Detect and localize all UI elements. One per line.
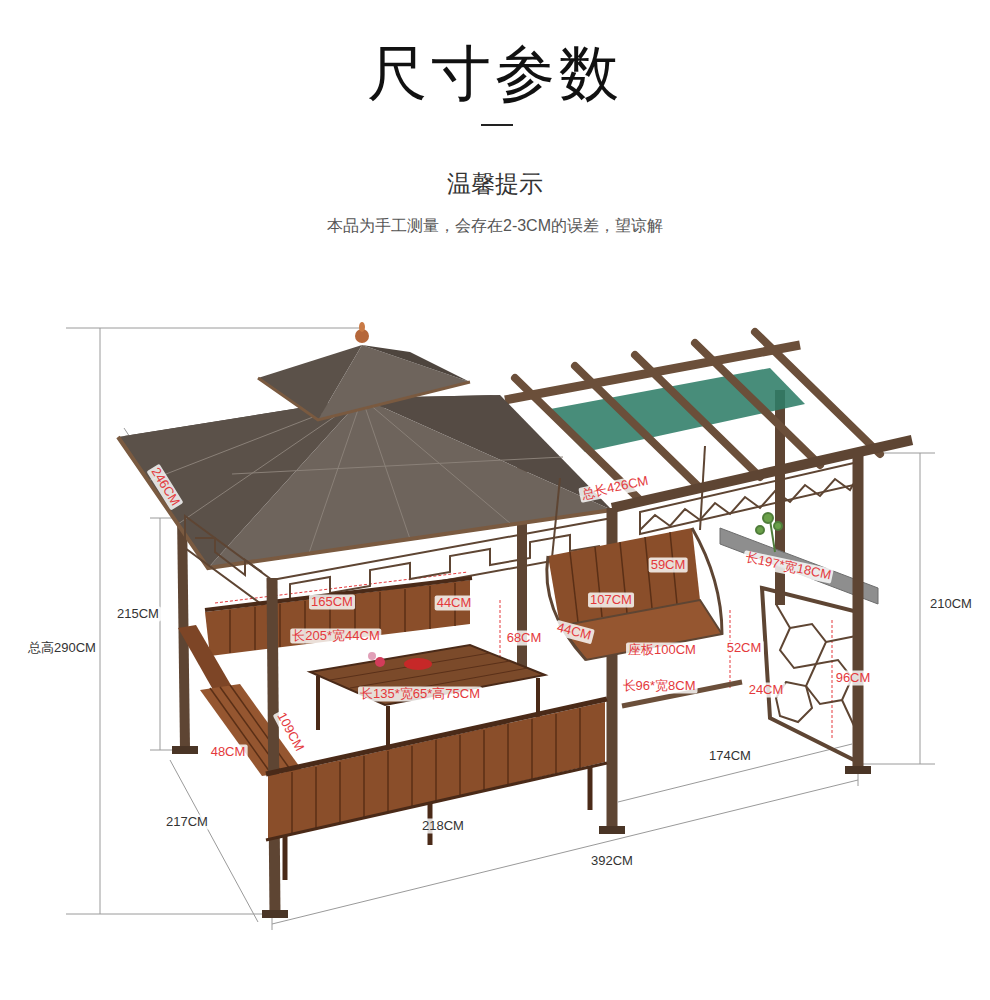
title-underline: [481, 124, 513, 126]
dimension-label: 392CM: [589, 854, 635, 869]
dimension-label: 总高290CM: [26, 641, 98, 656]
dimension-label: 215CM: [115, 607, 161, 622]
dimension-label: 210CM: [928, 597, 974, 612]
back-bench: [205, 578, 472, 656]
dimension-label: 52CM: [725, 641, 764, 656]
dimension-label: 165CM: [309, 595, 355, 610]
dimension-label: 48CM: [209, 745, 248, 760]
dimension-label: 246CM: [146, 464, 183, 511]
dimension-label: 24CM: [747, 683, 786, 698]
dimension-label: 107CM: [588, 593, 634, 608]
dimension-label: 44CM: [435, 596, 474, 611]
dimension-label: 长96*宽8CM: [621, 679, 698, 694]
dimension-label: 96CM: [834, 671, 873, 686]
dimension-label: 174CM: [707, 749, 753, 764]
page-title: 尺寸参数: [0, 38, 990, 110]
dimension-label: 长205*宽44CM: [290, 629, 381, 644]
dimension-label: 长135*宽65*高75CM: [358, 687, 482, 702]
posts-front: [272, 455, 858, 915]
dimension-label: 59CM: [649, 558, 688, 573]
dimension-label: 长197*宽18CM: [742, 550, 835, 584]
dimension-label: 218CM: [420, 819, 466, 834]
dimension-label: 总长426CM: [578, 473, 651, 503]
dimension-label: 座板100CM: [626, 643, 698, 658]
swing: [547, 446, 742, 706]
dimension-label: 68CM: [505, 631, 544, 646]
subtitle: 温馨提示: [447, 170, 543, 198]
dimension-label: 109CM: [273, 708, 308, 756]
dimension-label: 44CM: [553, 620, 594, 644]
note: 本品为手工测量，会存在2-3CM的误差，望谅解: [327, 217, 663, 235]
front-bench: [266, 699, 607, 880]
dimension-label: 217CM: [164, 815, 210, 830]
dimension-lines: [66, 328, 935, 930]
